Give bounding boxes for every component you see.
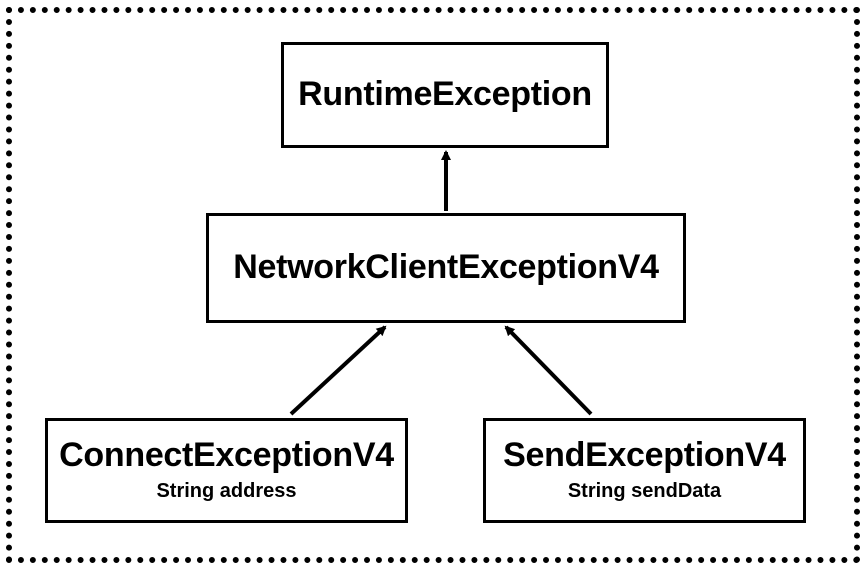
runtime-exception-box: RuntimeException (281, 42, 609, 148)
connect-exception-box: ConnectExceptionV4 String address (45, 418, 408, 523)
class-name: NetworkClientExceptionV4 (233, 248, 659, 287)
class-name: RuntimeException (298, 75, 592, 114)
arrow-send-to-network (504, 325, 593, 416)
diagram-frame (6, 7, 860, 563)
arrow-connect-to-network (289, 325, 387, 416)
class-name: SendExceptionV4 (503, 435, 786, 474)
send-exception-box: SendExceptionV4 String sendData (483, 418, 806, 523)
class-name: ConnectExceptionV4 (59, 435, 394, 474)
class-field: String address (156, 480, 297, 503)
network-client-exception-box: NetworkClientExceptionV4 (206, 213, 686, 323)
class-field: String sendData (567, 480, 722, 503)
